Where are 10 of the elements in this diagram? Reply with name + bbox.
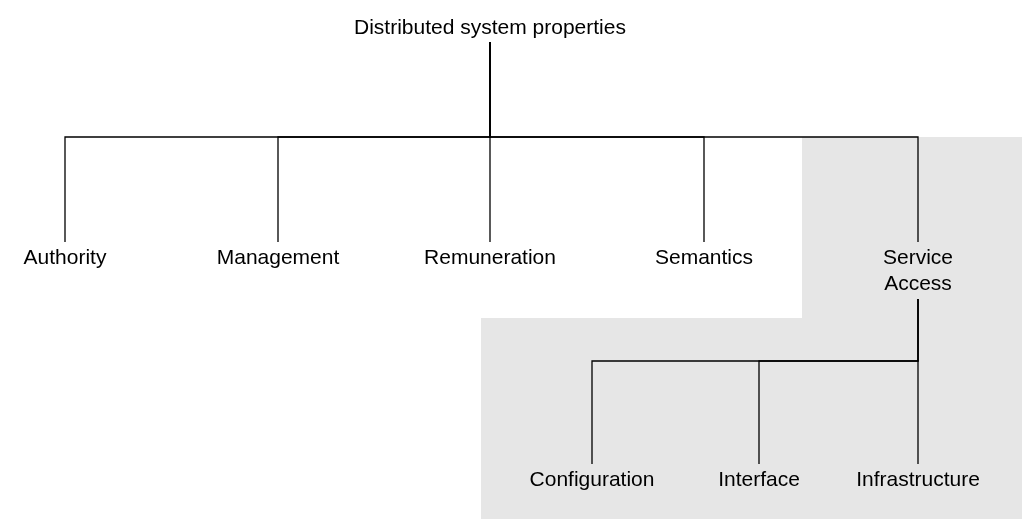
node-label: Infrastructure: [856, 466, 980, 492]
node-label: Service Access: [882, 244, 954, 297]
node-label: Authority: [23, 244, 107, 270]
node-label: Semantics: [655, 244, 753, 270]
node-label: Remuneration: [424, 244, 556, 270]
node-label: Management: [216, 244, 340, 270]
node-label: Distributed system properties: [354, 14, 626, 40]
node-label: Configuration: [529, 466, 655, 492]
connector-line: [917, 298, 919, 465]
node-label: Interface: [718, 466, 800, 492]
